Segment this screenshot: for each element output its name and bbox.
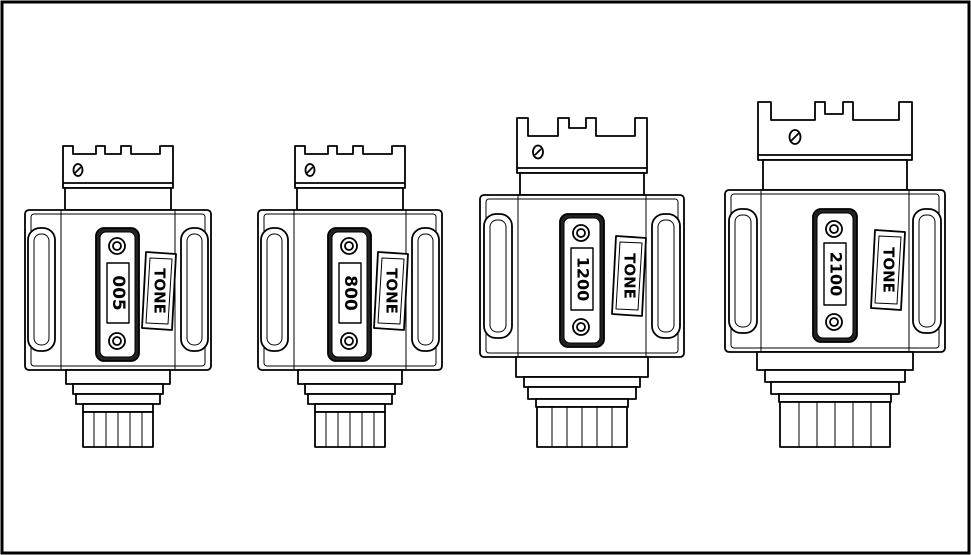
side-grip-right (411, 227, 440, 352)
display-value: 005 (108, 275, 128, 311)
tool-neck (296, 187, 404, 211)
lcd-screen (106, 262, 130, 324)
display-value: 1200 (574, 257, 593, 302)
brand-label: TONE (151, 268, 169, 314)
lcd-screen (570, 247, 594, 311)
brand-badge (141, 251, 177, 331)
side-grip-left (483, 213, 513, 339)
tool-unit-2100: 2100 TONE (724, 101, 946, 448)
tool-collar (756, 351, 914, 371)
display-value: 2100 (827, 252, 846, 297)
side-grip-right (651, 213, 681, 339)
brand-label: TONE (880, 247, 898, 293)
brand-badge (373, 251, 409, 331)
brand-badge (870, 229, 906, 311)
tool-unit-500: 005 TONE (24, 145, 212, 448)
side-grip-left (260, 227, 289, 352)
tool-head (62, 145, 174, 189)
tool-unit-1200: 1200 TONE (479, 117, 685, 448)
tool-head (294, 145, 406, 189)
tool-collar (515, 356, 649, 378)
tool-head (757, 101, 913, 161)
lcd-screen (823, 242, 847, 306)
side-grip-left (27, 227, 56, 352)
tool-collar (65, 369, 171, 385)
tool-neck (762, 159, 908, 191)
tool-neck (519, 172, 645, 196)
brand-badge (611, 235, 647, 317)
tool-head (516, 117, 648, 174)
tool-collar (297, 369, 403, 385)
lcd-screen (338, 262, 362, 324)
side-grip-left (728, 208, 758, 334)
side-grip-right (912, 208, 942, 334)
side-grip-right (180, 227, 209, 352)
brand-label: TONE (383, 268, 401, 314)
tool-neck (64, 187, 172, 211)
tool-unit-800: 800 TONE (257, 145, 443, 448)
display-value: 800 (340, 275, 360, 311)
brand-label: TONE (621, 253, 639, 299)
